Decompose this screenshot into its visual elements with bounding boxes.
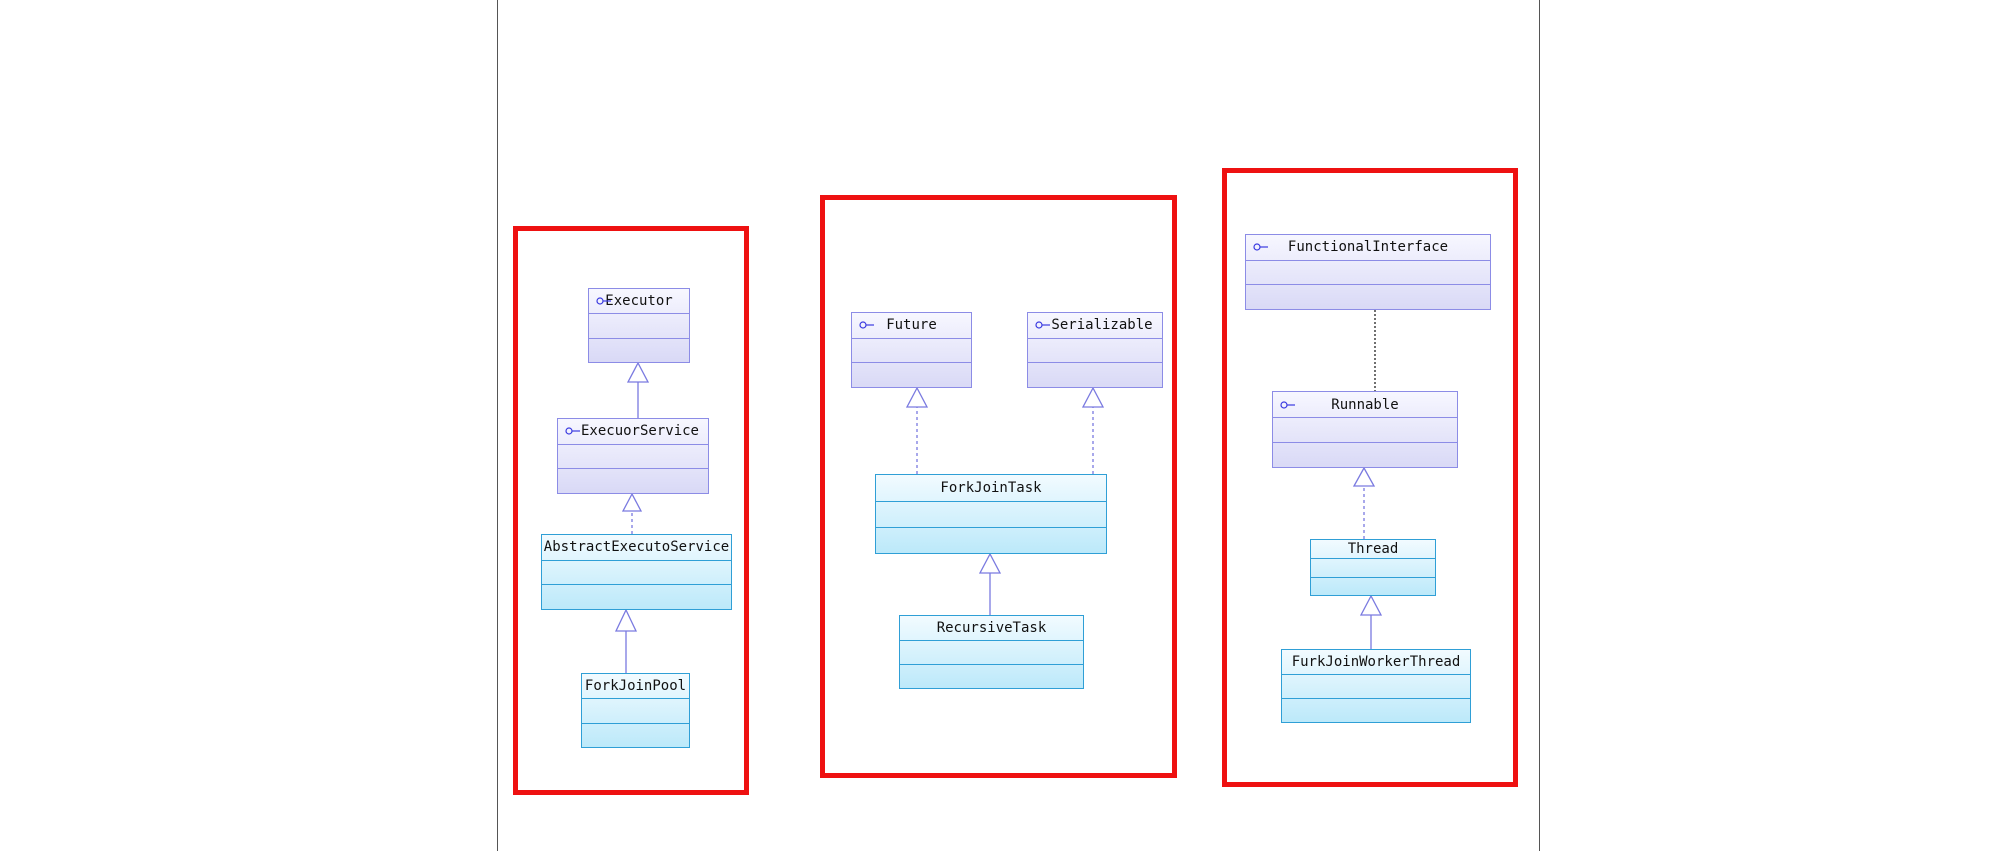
interface-lollipop-icon: [565, 427, 580, 435]
fork-join-task-class-box[interactable]: ForkJoinTask: [875, 474, 1107, 554]
interface-lollipop-icon: [1035, 321, 1050, 329]
abstract-executor-service-class-box[interactable]: AbstractExecutoService: [541, 534, 732, 610]
page-left-border: [497, 0, 498, 851]
abstract-executor-service-label: AbstractExecutoService: [543, 539, 730, 556]
page-right-border: [1539, 0, 1540, 851]
recursive-task-operations-section: [900, 664, 1083, 688]
functional-interface-label: FunctionalInterface: [1287, 239, 1449, 256]
fork-join-task-attributes-section: [876, 501, 1106, 527]
abstract-executor-service-attributes-section: [542, 559, 731, 585]
thread-label: Thread: [1347, 541, 1399, 558]
thread-attributes-section: [1311, 558, 1435, 576]
recursive-task-label: RecursiveTask: [936, 620, 1047, 637]
task-group-frame: [820, 195, 1177, 778]
runnable-label: Runnable: [1331, 396, 1399, 413]
recursive-task-class-box[interactable]: RecursiveTask: [899, 615, 1084, 689]
functional-interface-operations-section: [1246, 284, 1490, 309]
fork-join-pool-class-box[interactable]: ForkJoinPool: [581, 673, 690, 748]
interface-lollipop-icon: [596, 297, 611, 305]
serializable-interface-box[interactable]: Serializable: [1027, 312, 1163, 388]
furk-join-worker-thread-label: FurkJoinWorkerThread: [1291, 654, 1461, 671]
executor-service-interface-box[interactable]: ExecuorService: [557, 418, 709, 494]
abstract-executor-service-operations-section: [542, 584, 731, 609]
executor-service-operations-section: [558, 468, 708, 493]
executor-service-label: ExecuorService: [580, 423, 699, 440]
thread-class-box[interactable]: Thread: [1310, 539, 1436, 596]
serializable-attributes-section: [1028, 337, 1162, 363]
executor-interface-box[interactable]: Executor: [588, 288, 690, 363]
furk-join-worker-thread-operations-section: [1282, 698, 1470, 722]
interface-lollipop-icon: [1253, 243, 1268, 251]
fork-join-pool-operations-section: [582, 722, 689, 747]
fork-join-task-operations-section: [876, 527, 1106, 553]
future-label: Future: [886, 317, 937, 334]
executor-label: Executor: [605, 293, 673, 310]
furk-join-worker-thread-class-box[interactable]: FurkJoinWorkerThread: [1281, 649, 1471, 723]
interface-lollipop-icon: [1280, 400, 1295, 409]
functional-interface-attributes-section: [1246, 259, 1490, 285]
executor-operations-section: [589, 337, 689, 362]
interface-lollipop-icon: [859, 321, 874, 329]
future-operations-section: [852, 362, 971, 387]
executor-group-frame: [513, 226, 749, 795]
functional-interface-box[interactable]: FunctionalInterface: [1245, 234, 1491, 310]
runnable-interface-box[interactable]: Runnable: [1272, 391, 1458, 468]
serializable-operations-section: [1028, 362, 1162, 387]
future-attributes-section: [852, 337, 971, 363]
executor-service-attributes-section: [558, 443, 708, 469]
runnable-operations-section: [1273, 442, 1457, 467]
executor-attributes-section: [589, 313, 689, 337]
fork-join-pool-attributes-section: [582, 698, 689, 722]
serializable-label: Serializable: [1051, 317, 1153, 334]
fork-join-pool-label: ForkJoinPool: [584, 678, 687, 695]
furk-join-worker-thread-attributes-section: [1282, 674, 1470, 698]
future-interface-box[interactable]: Future: [851, 312, 972, 388]
thread-operations-section: [1311, 576, 1435, 595]
thread-group-frame: [1222, 168, 1518, 787]
recursive-task-attributes-section: [900, 640, 1083, 664]
fork-join-task-label: ForkJoinTask: [940, 480, 1042, 497]
runnable-attributes-section: [1273, 417, 1457, 442]
